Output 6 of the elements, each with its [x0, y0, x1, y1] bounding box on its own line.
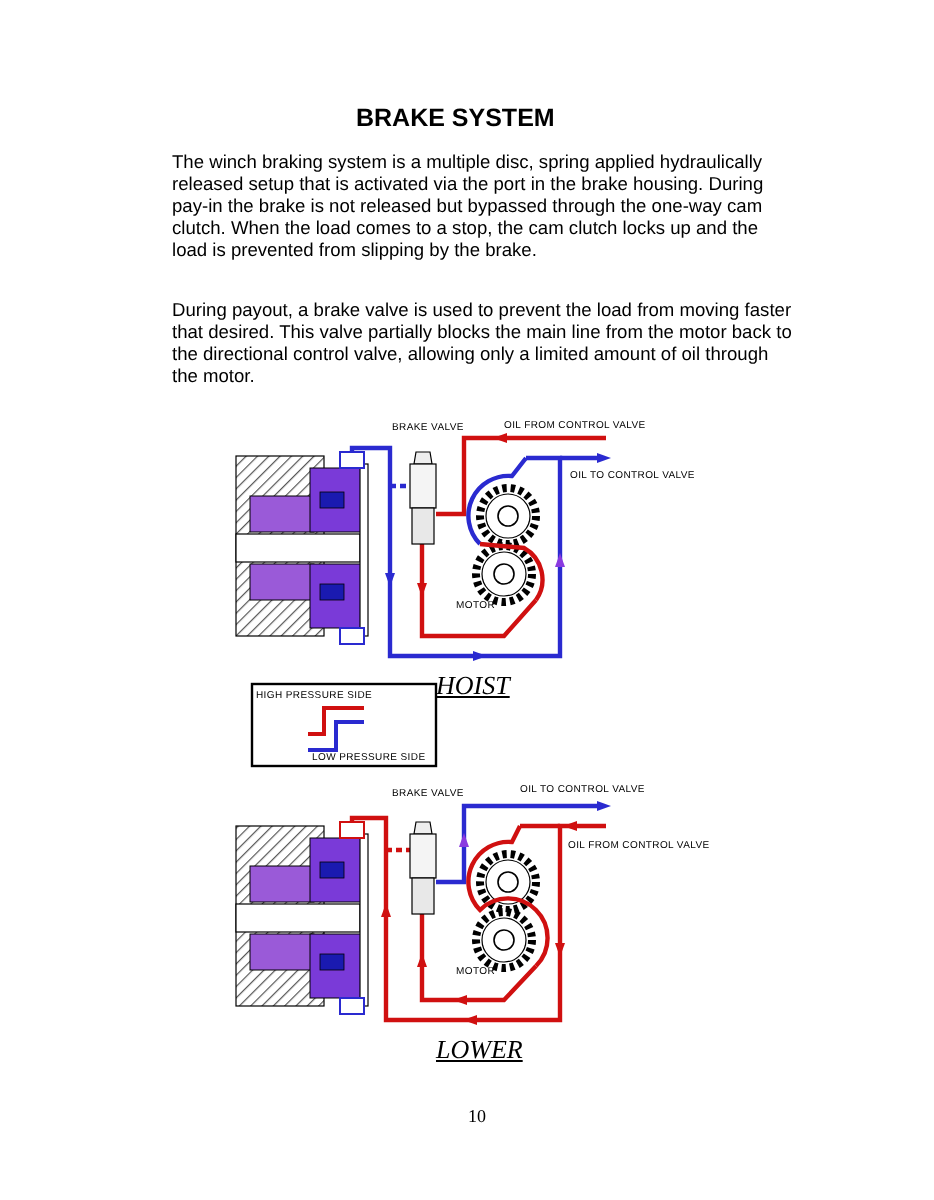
- page-title: BRAKE SYSTEM: [356, 104, 555, 132]
- body-paragraph: The winch braking system is a multiple disc, spring applied hydraulically released setup that is activated via the port in the brake housing. During pay-in the brake is not released but bypassed through the one-way cam clutch. When the load comes to a stop, the cam clutch locks up and the load is prevented from slipping by the brake.: [172, 152, 766, 262]
- diagram-caption: LOWER: [436, 1034, 523, 1066]
- body-paragraph: During payout, a brake valve is used to prevent the load from moving faster that desired. This valve partially blocks the main line from the motor back to the directional control valve, allowing only a limited amount of oil through the motor.: [172, 300, 794, 388]
- diagram-caption: HOIST: [436, 670, 510, 702]
- page-number: 10: [468, 1106, 486, 1126]
